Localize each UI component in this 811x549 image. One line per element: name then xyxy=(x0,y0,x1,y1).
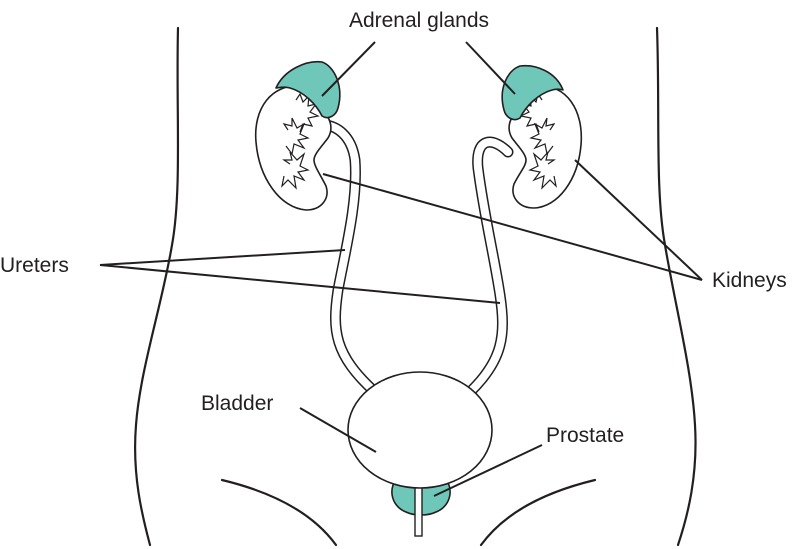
label-bladder: Bladder xyxy=(201,392,273,415)
label-adrenal-glands: Adrenal glands xyxy=(349,9,489,32)
label-prostate: Prostate xyxy=(546,424,624,447)
adrenal-glands xyxy=(276,62,563,120)
label-ureters: Ureters xyxy=(0,254,69,277)
leader-ureters-left xyxy=(100,250,345,265)
left-groin-contour xyxy=(222,480,336,545)
leader-adrenal-right xyxy=(466,42,515,94)
leader-ureters-right xyxy=(100,265,500,303)
label-kidneys: Kidneys xyxy=(712,269,787,292)
torso-left-contour xyxy=(135,28,178,545)
ureters xyxy=(315,125,508,392)
bladder xyxy=(348,372,492,488)
torso-right-contour xyxy=(657,28,696,545)
right-groin-contour xyxy=(481,480,595,545)
